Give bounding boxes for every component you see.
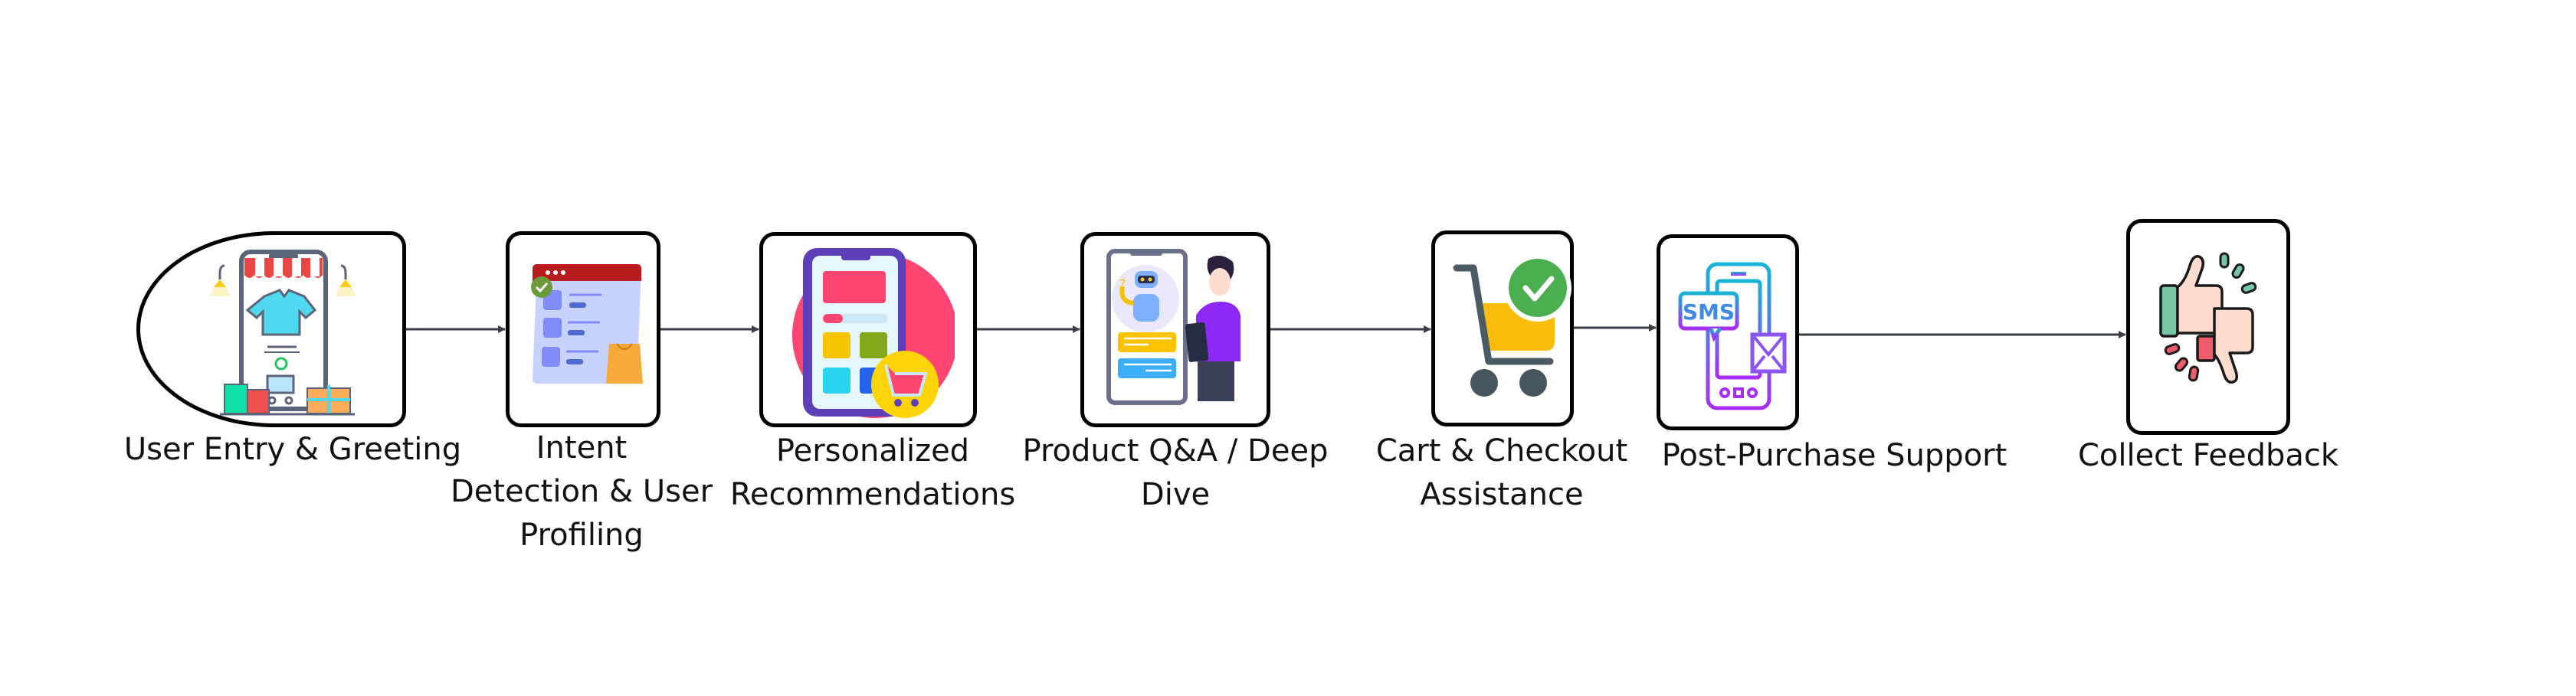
node-personalized-recommendations[interactable] — [759, 232, 977, 427]
node-label-personalized-recommendations: Personalized Recommendations — [730, 430, 1015, 517]
node-label-collect-feedback: Collect Feedback — [2078, 434, 2338, 478]
label-line: Product Q&A / Deep — [1022, 433, 1329, 469]
product-list-checklist-icon — [531, 264, 643, 384]
thumbs-up-down-icon — [2159, 252, 2257, 384]
label-line: Detection & User — [450, 474, 713, 509]
label-line: Recommendations — [729, 477, 1016, 512]
label-line: Personalized — [775, 433, 970, 469]
node-label-cart-checkout: Cart & Checkout Assistance — [1376, 430, 1627, 517]
node-user-entry[interactable] — [136, 231, 406, 427]
svg-text:?: ? — [1119, 276, 1126, 291]
label-line: Intent — [536, 430, 628, 466]
node-label-user-entry: User Entry & Greeting — [124, 428, 461, 472]
node-collect-feedback[interactable] — [2126, 219, 2290, 435]
node-cart-checkout[interactable] — [1431, 230, 1574, 426]
node-post-purchase[interactable]: SMS — [1657, 234, 1799, 430]
label-line: Post-Purchase Support — [1661, 438, 2007, 473]
label-line: Assistance — [1420, 477, 1584, 512]
node-label-intent-detection: Intent Detection & User Profiling — [451, 426, 713, 557]
sms-email-phone-icon: SMS — [1678, 262, 1787, 410]
label-line: Profiling — [519, 518, 644, 553]
storefront-phone-shopping-icon — [209, 250, 356, 416]
label-line: User Entry & Greeting — [123, 432, 462, 467]
label-line: Dive — [1140, 477, 1211, 512]
node-label-product-qa: Product Q&A / Deep Dive — [1023, 430, 1329, 517]
chatbot-assistant-person-icon: ? — [1106, 249, 1240, 405]
mobile-shop-cart-icon — [792, 248, 955, 418]
node-product-qa[interactable]: ? — [1080, 232, 1270, 427]
label-line: Cart & Checkout — [1375, 433, 1628, 469]
sms-text: SMS — [1683, 299, 1735, 325]
node-label-post-purchase: Post-Purchase Support — [1662, 434, 2007, 478]
label-line: Collect Feedback — [2077, 438, 2339, 473]
cart-checkmark-icon — [1453, 254, 1571, 397]
node-intent-detection[interactable] — [506, 231, 660, 427]
